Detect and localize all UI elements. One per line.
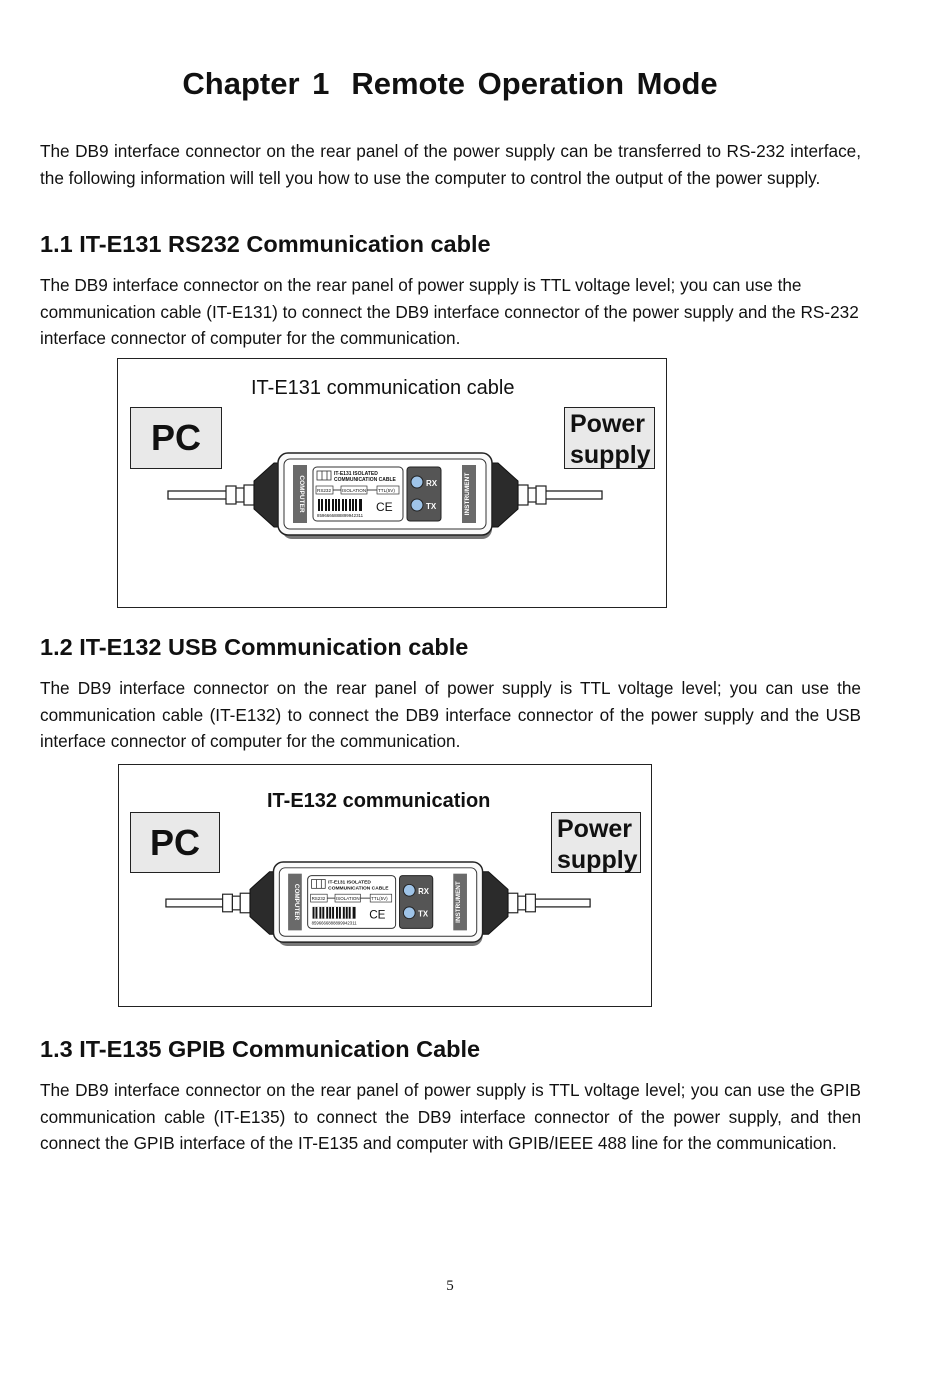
- section-heading-1-2: 1.2 IT-E132 USB Communication cable: [40, 634, 469, 660]
- cable-model-line: IT-E131 ISOLATED: [334, 471, 378, 477]
- cable-port-b: TTL(5V): [378, 488, 395, 493]
- rx-led-icon: [410, 475, 424, 489]
- chapter-number: Chapter 1: [182, 66, 330, 101]
- figure-title: IT-E131 communication cable: [251, 377, 515, 399]
- communication-cable-illustration: COMPUTER INSTRUMENT IT-E131 ISOLATED COM…: [165, 861, 591, 946]
- cable-left-label: COMPUTER: [293, 884, 300, 921]
- led-tx-label: TX: [418, 910, 429, 919]
- ce-mark: CE: [369, 909, 385, 922]
- page-number: 5: [446, 1278, 454, 1294]
- section-heading-1-3: 1.3 IT-E135 GPIB Communication Cable: [40, 1036, 481, 1062]
- barcode-icon: [318, 499, 362, 511]
- figure-it-e132: IT-E132 communication PC Power supply CO…: [118, 764, 652, 1007]
- power-supply-label-line2: supply: [557, 846, 638, 874]
- cable-model-line: IT-E131 ISOLATED: [328, 879, 371, 885]
- tx-led-icon: [410, 498, 424, 512]
- power-supply-label-line2: supply: [570, 441, 651, 469]
- barcode-number: 8596666888899942311: [317, 513, 364, 518]
- power-supply-box: Power supply: [551, 812, 641, 874]
- cable-right-label: INSTRUMENT: [455, 881, 462, 923]
- power-supply-label-line1: Power: [570, 410, 646, 438]
- led-tx-label: TX: [426, 502, 437, 511]
- led-rx-label: RX: [426, 479, 438, 488]
- pc-box: PC: [130, 407, 222, 469]
- intro-paragraph: The DB9 interface connector on the rear …: [40, 141, 861, 188]
- cable-port-b: TTL(5V): [371, 896, 388, 901]
- cable-desc-line: COMMUNICATION CABLE: [334, 477, 397, 483]
- barcode-icon: [312, 906, 356, 919]
- section-body-1-1: The DB9 interface connector on the rear …: [40, 275, 859, 349]
- cable-port-a: RS232: [312, 896, 326, 901]
- section-body-1-3: The DB9 interface connector on the rear …: [40, 1080, 861, 1154]
- rx-led-icon: [402, 883, 416, 897]
- pc-box: PC: [130, 812, 220, 873]
- cable-port-a: RS232: [317, 488, 331, 493]
- figure-title: IT-E132 communication: [267, 790, 491, 812]
- tx-led-icon: [402, 906, 416, 920]
- cable-port-mid: ISOLATION: [336, 896, 360, 901]
- section-heading-1-1: 1.1 IT-E131 RS232 Communication cable: [40, 231, 491, 257]
- cable-left-label: COMPUTER: [298, 475, 305, 513]
- figure-it-e131: IT-E131 communication cable PC Power sup…: [117, 358, 667, 608]
- chapter-title: Chapter 1 Remote Operation Mode: [0, 66, 900, 102]
- pc-label: PC: [150, 417, 201, 458]
- cable-port-mid: ISOLATION: [342, 488, 366, 493]
- section-body-1-2: The DB9 interface connector on the rear …: [40, 678, 861, 752]
- barcode-number: 8596666888899942311: [312, 921, 358, 926]
- led-rx-label: RX: [418, 887, 430, 896]
- pc-label: PC: [149, 821, 200, 863]
- cable-desc-line: COMMUNICATION CABLE: [328, 885, 389, 891]
- chapter-name: Remote Operation Mode: [351, 66, 718, 101]
- power-supply-label-line1: Power: [557, 815, 633, 843]
- communication-cable-illustration: COMPUTER INSTRUMENT IT-E131 ISOLATED COM…: [167, 452, 603, 539]
- ce-mark: CE: [376, 500, 393, 514]
- cable-right-label: INSTRUMENT: [464, 473, 471, 516]
- power-supply-box: Power supply: [564, 407, 655, 469]
